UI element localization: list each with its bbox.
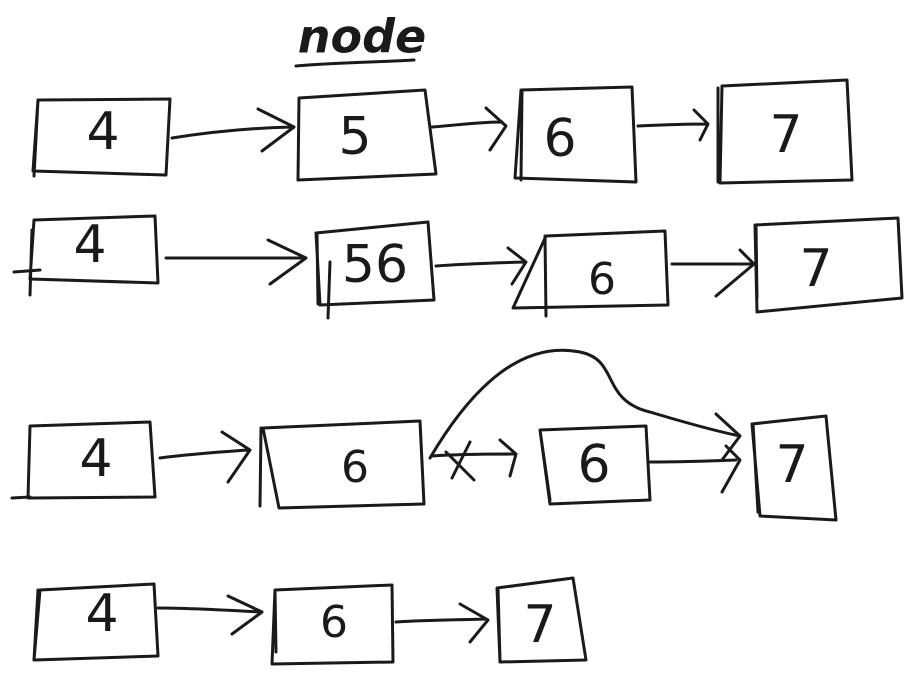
node-box bbox=[753, 216, 904, 314]
bypass-pointer-arrow bbox=[428, 348, 742, 462]
diagram-title: node bbox=[298, 10, 426, 64]
node-value: 4 bbox=[73, 215, 106, 275]
node-box bbox=[750, 414, 838, 522]
node-value: 4 bbox=[86, 102, 119, 162]
node-box bbox=[716, 78, 854, 185]
pointer-arrow bbox=[158, 430, 252, 484]
node-value: 7 bbox=[523, 595, 556, 655]
node-value: 6 bbox=[577, 435, 610, 495]
node-box bbox=[12, 214, 160, 297]
strike-mark bbox=[444, 440, 476, 482]
row-4: 4 6 7 bbox=[32, 576, 588, 666]
node-box bbox=[32, 582, 160, 662]
node-value: 6 bbox=[320, 597, 348, 648]
row-3: 4 6 6 7 bbox=[10, 348, 838, 522]
pointer-arrow bbox=[394, 602, 490, 644]
pointer-arrow bbox=[636, 108, 710, 142]
node-box bbox=[296, 88, 438, 182]
node-value: 7 bbox=[799, 239, 832, 299]
node-value: 7 bbox=[769, 105, 802, 165]
node-value: 7 bbox=[775, 435, 808, 495]
row-2: 4 56 6 7 bbox=[12, 214, 904, 320]
pointer-arrow bbox=[170, 107, 296, 153]
node-value: 6 bbox=[588, 254, 616, 305]
node-box bbox=[270, 583, 395, 666]
node-value: 5 bbox=[338, 107, 371, 167]
node-value: 4 bbox=[79, 429, 112, 489]
node-value: 56 bbox=[342, 235, 408, 295]
node-box bbox=[538, 424, 652, 506]
pointer-arrow bbox=[156, 594, 264, 636]
row-1: 4 5 6 7 bbox=[31, 78, 854, 185]
pointer-arrow bbox=[164, 238, 308, 286]
node-box bbox=[10, 420, 157, 500]
node-value: 6 bbox=[341, 442, 369, 493]
node-box bbox=[495, 576, 588, 664]
node-box bbox=[511, 229, 670, 318]
node-box bbox=[513, 85, 638, 184]
node-box bbox=[314, 220, 436, 320]
removed-pointer-arrow bbox=[430, 438, 518, 478]
pointer-arrow bbox=[434, 246, 528, 286]
node-value: 4 bbox=[85, 584, 118, 644]
node-value: 6 bbox=[543, 109, 576, 169]
title-underline bbox=[294, 58, 416, 68]
pointer-arrow bbox=[430, 106, 508, 152]
pointer-arrow bbox=[670, 248, 756, 298]
node-box bbox=[31, 97, 172, 178]
pointer-arrow bbox=[648, 444, 742, 494]
node-box bbox=[258, 419, 426, 510]
